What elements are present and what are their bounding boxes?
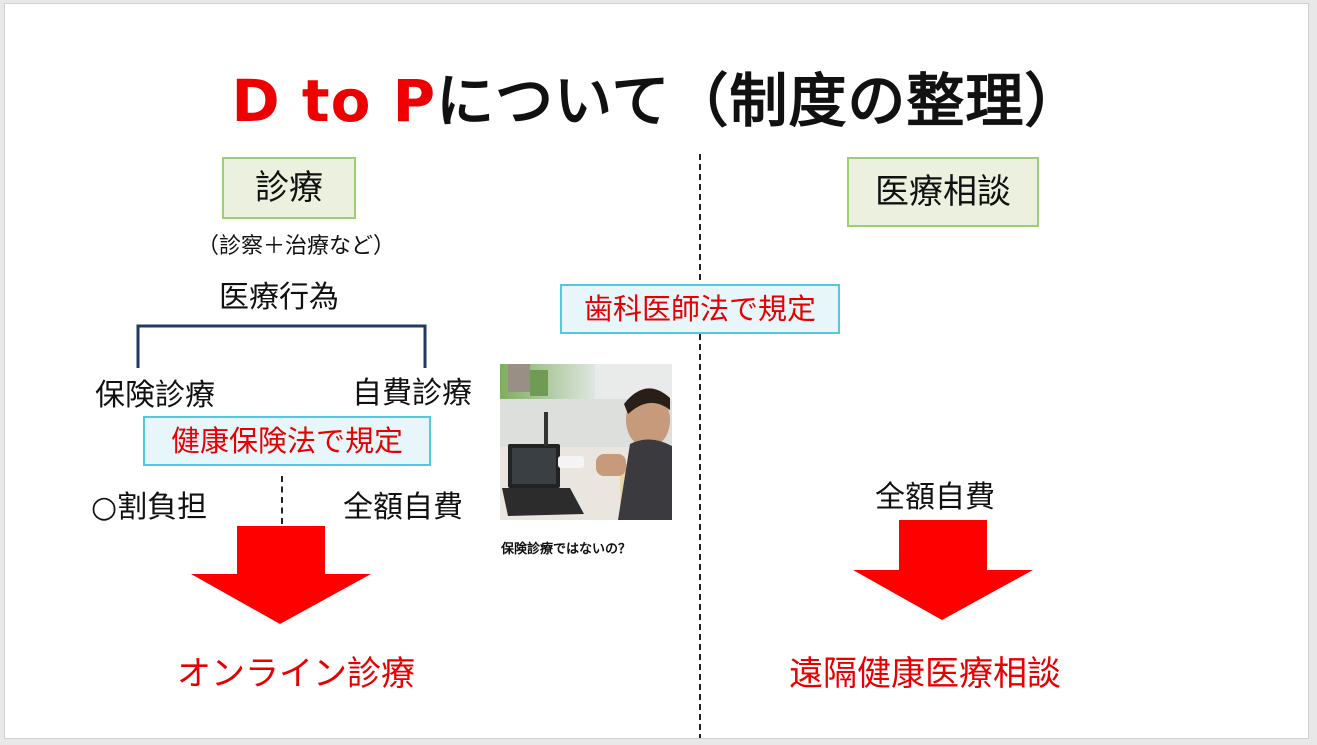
online-treatment-label: オンライン診療 <box>177 654 415 694</box>
title-accent: D to P <box>231 67 437 135</box>
shinryo-subnote: （診察＋治療など） <box>197 234 396 259</box>
cost-divider <box>281 476 283 524</box>
health-insurance-law-box: 健康保険法で規定 <box>143 416 431 466</box>
dentist-law-box: 歯科医師法で規定 <box>560 284 840 334</box>
partial-copay-label: ○割負担 <box>91 490 208 525</box>
insurance-treatment-label: 保険診療 <box>95 378 215 413</box>
right-full-self-pay-label: 全額自費 <box>875 480 995 515</box>
shinryo-heading-box: 診療 <box>222 157 356 219</box>
remote-health-consultation-label: 遠隔健康医療相談 <box>789 654 1061 694</box>
consultation-photo <box>500 364 672 520</box>
medical-consultation-heading-box: 医療相談 <box>847 157 1039 227</box>
slide-title: D to Pについて（制度の整理） <box>5 54 1308 138</box>
title-rest: について（制度の整理） <box>436 67 1084 135</box>
slide: D to Pについて（制度の整理） 診療 （診察＋治療など） 医療行為 保険診療… <box>4 3 1309 739</box>
down-arrow-right-icon <box>853 520 1033 620</box>
down-arrow-left-icon <box>191 526 371 624</box>
self-pay-treatment-label: 自費診療 <box>352 376 472 411</box>
branch-bracket <box>136 324 427 368</box>
photo-caption: 保険診療ではないの？ <box>501 542 632 557</box>
full-self-pay-label: 全額自費 <box>343 490 463 525</box>
medical-act-label: 医療行為 <box>219 280 339 315</box>
center-divider <box>699 154 701 738</box>
